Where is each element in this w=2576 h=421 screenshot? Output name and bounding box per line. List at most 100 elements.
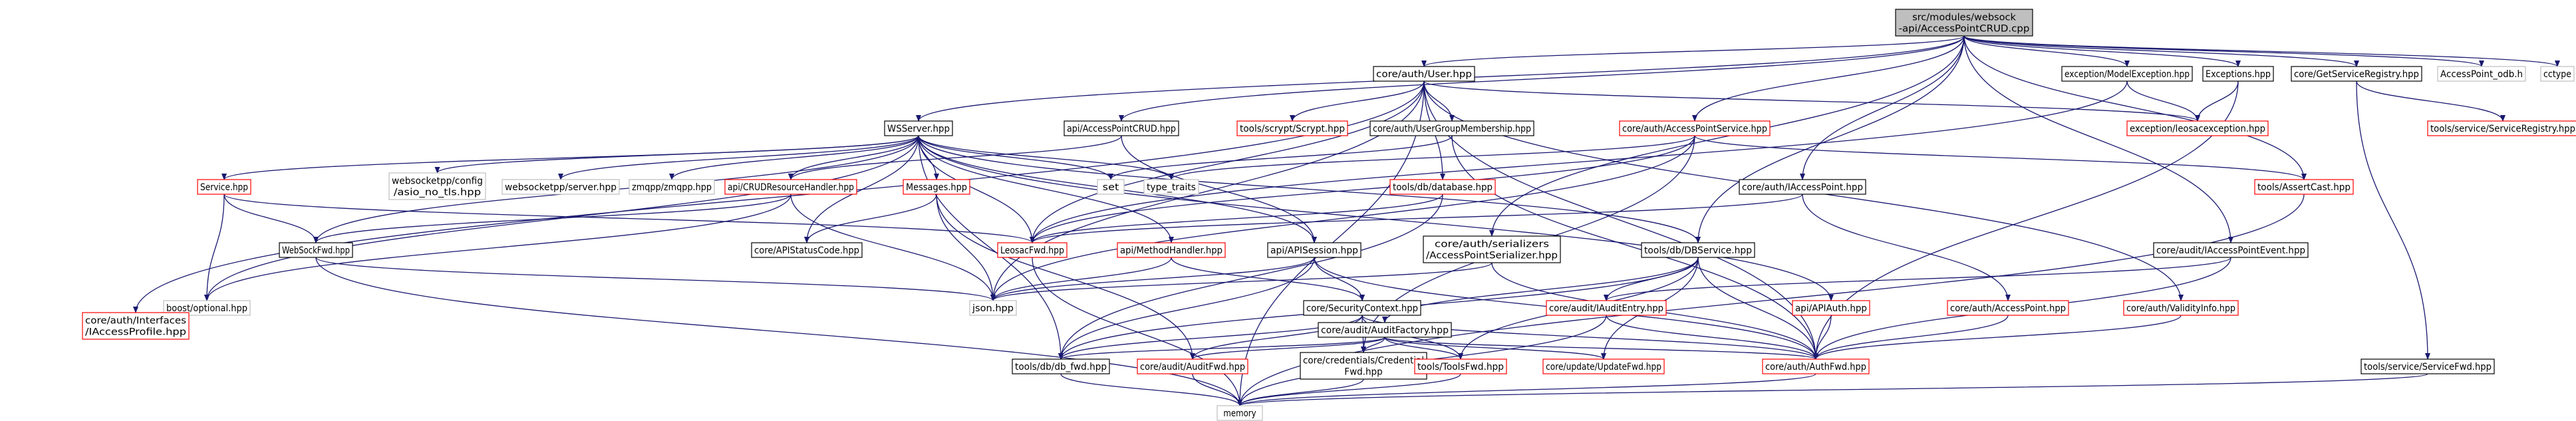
node-methodhandler[interactable]: api/MethodHandler.hpp [1117, 242, 1226, 258]
node-servicefwd-box [2361, 358, 2495, 374]
node-exceptions[interactable]: Exceptions.hpp [2202, 66, 2274, 82]
node-credfwd-label: core/credentials/Credential [1303, 356, 1424, 366]
node-scrypt[interactable]: tools/scrypt/Scrypt.hpp [1236, 120, 1348, 136]
node-messages[interactable]: Messages.hpp [903, 179, 970, 195]
node-apistatus[interactable]: core/APIStatusCode.hpp [751, 242, 863, 258]
node-dbfwd[interactable]: tools/db/db_fwd.hpp [1012, 358, 1110, 374]
edge-crudh-to-websockfwd [313, 194, 791, 243]
node-auditfactory-label: core/audit/AuditFactory.hpp [1321, 325, 1449, 336]
node-user-label: core/auth/User.hpp [1376, 69, 1472, 80]
node-service-box [197, 179, 251, 195]
node-accesspoint-label: core/auth/AccessPoint.hpp [1950, 303, 2066, 314]
edge-wsserver-to-wsppserver [558, 135, 919, 180]
node-exceptions-box [2202, 66, 2274, 82]
node-updatefwd[interactable]: core/update/UpdateFwd.hpp [1542, 358, 1665, 374]
node-getservreg[interactable]: core/GetServiceRegistry.hpp [2291, 66, 2422, 82]
node-iauditentry[interactable]: core/audit/IAuditEntry.hpp [1546, 300, 1667, 316]
node-zmqpp-box [629, 179, 715, 195]
node-getservreg-box [2291, 66, 2422, 82]
node-database[interactable]: tools/db/database.hpp [1389, 179, 1496, 195]
node-accesspointhpp-box [1739, 179, 1866, 195]
edge-ugm-to-authfwd [1451, 135, 1818, 360]
node-leosacfwd-box [997, 242, 1068, 258]
node-assertcast[interactable]: tools/AssertCast.hpp [2254, 179, 2354, 195]
node-accesspoint[interactable]: core/auth/AccessPoint.hpp [1947, 300, 2069, 316]
node-modelexc[interactable]: exception/ModelException.hpp [2061, 66, 2193, 82]
node-dbservice-box [1641, 242, 1755, 258]
node-user[interactable]: core/auth/User.hpp [1373, 66, 1475, 82]
node-toolsfwd[interactable]: tools/ToolsFwd.hpp [1414, 358, 1507, 374]
node-typetraits-box [1143, 179, 1199, 195]
node-servreg[interactable]: tools/service/ServiceRegistry.hpp [2427, 120, 2576, 136]
edge-root-to-apeventh [1963, 35, 2233, 243]
node-validity[interactable]: core/auth/ValidityInfo.hpp [2123, 300, 2239, 316]
node-json: json.hpp [969, 300, 1017, 316]
node-methodhandler-label: api/MethodHandler.hpp [1120, 245, 1222, 256]
edge-dbfwd-to-memory [1060, 373, 1242, 406]
node-websockfwd[interactable]: WebSockFwd.hpp [279, 242, 353, 258]
edge-root-to-accesspointhpp [1800, 35, 1965, 180]
edge-accesspointhpp-to-leosacfwd [1030, 194, 1803, 243]
node-wsserver[interactable]: WSServer.hpp [884, 120, 953, 136]
edge-user-to-scrypt [1290, 80, 1425, 122]
edge-root-to-user [1421, 35, 1965, 67]
node-crudh[interactable]: api/CRUDResourceHandler.hpp [724, 179, 857, 195]
node-accesspointhpp[interactable]: core/auth/IAccessPoint.hpp [1739, 179, 1866, 195]
node-set-label: set [1103, 182, 1119, 193]
edge-websockfwd-to-memory [315, 257, 1242, 406]
node-apcrudh[interactable]: api/AccessPointCRUD.hpp [1064, 120, 1179, 136]
edge-user-to-leosacfwd [1030, 80, 1425, 243]
node-apodb: AccessPoint_odb.h [2437, 66, 2526, 82]
node-ugm[interactable]: core/auth/UserGroupMembership.hpp [1369, 120, 1534, 136]
node-apiauth[interactable]: api/APIAuth.hpp [1792, 300, 1870, 316]
edge-wsserver-to-service [221, 135, 919, 180]
node-accessprofile[interactable]: core/auth/Interfaces/IAccessProfile.hpp [82, 312, 190, 340]
edge-apeventh-to-iauditentry [1604, 257, 2231, 301]
node-authfwd[interactable]: core/auth/AuthFwd.hpp [1762, 358, 1870, 374]
edge-messages-to-apistatus [804, 194, 937, 243]
node-apservice[interactable]: core/auth/AccessPointService.hpp [1619, 120, 1771, 136]
node-auditfwd-label: core/audit/AuditFwd.hpp [1140, 362, 1245, 372]
node-servicefwd-label: tools/service/ServiceFwd.hpp [2364, 362, 2492, 372]
node-dbservice-label: tools/db/DBService.hpp [1644, 245, 1752, 256]
node-set-box [1097, 179, 1125, 195]
node-dbservice[interactable]: tools/db/DBService.hpp [1641, 242, 1755, 258]
node-auditfwd-box [1137, 358, 1248, 374]
edge-wsserver-to-leosacfwd [918, 135, 1035, 243]
node-ugm-box [1369, 120, 1534, 136]
node-apeventh[interactable]: core/audit/IAccessPointEvent.hpp [2153, 242, 2309, 258]
edge-root-to-getservreg [1963, 35, 2359, 67]
node-apisession[interactable]: api/APISession.hpp [1267, 242, 1361, 258]
edge-wsserver-to-crudh [788, 135, 919, 180]
node-dbfwd-box [1012, 358, 1110, 374]
node-iauditentry-label: core/audit/IAuditEntry.hpp [1549, 303, 1663, 314]
node-leosacexc[interactable]: exception/leosacexception.hpp [2126, 120, 2269, 136]
node-optional-box [163, 300, 251, 316]
node-root[interactable]: src/modules/websock-api/AccessPointCRUD.… [1895, 9, 2033, 37]
node-auditfwd[interactable]: core/audit/AuditFwd.hpp [1137, 358, 1248, 374]
node-accessprofile-box [82, 312, 190, 340]
edge-modelexc-to-leosacexc [2126, 80, 2200, 122]
node-ugm-label: core/auth/UserGroupMembership.hpp [1373, 124, 1531, 134]
node-secctx[interactable]: core/SecurityContext.hpp [1303, 300, 1421, 316]
node-apiauth-label: api/APIAuth.hpp [1795, 303, 1867, 314]
edge-root-to-apcrudh [1119, 35, 1965, 122]
node-messages-label: Messages.hpp [906, 182, 967, 193]
node-serializer-label: /AccessPointSerializer.hpp [1426, 251, 1558, 261]
node-auditfactory[interactable]: core/audit/AuditFactory.hpp [1318, 322, 1452, 338]
node-leosacfwd[interactable]: LeosacFwd.hpp [997, 242, 1068, 258]
node-serializer[interactable]: core/auth/serializers/AccessPointSeriali… [1423, 235, 1561, 263]
edge-messages-to-json [936, 194, 996, 301]
node-updatefwd-label: core/update/UpdateFwd.hpp [1546, 362, 1661, 372]
node-json-label: json.hpp [972, 303, 1014, 314]
node-user-box [1373, 66, 1475, 82]
node-service[interactable]: Service.hpp [197, 179, 251, 195]
edge-exceptions-to-leosacexc [2195, 80, 2239, 122]
node-crudh-box [724, 179, 857, 195]
node-servicefwd[interactable]: tools/service/ServiceFwd.hpp [2361, 358, 2495, 374]
edge-service-to-optional [204, 194, 225, 301]
node-assertcast-label: tools/AssertCast.hpp [2257, 182, 2351, 193]
edge-websockfwd-to-json [315, 257, 996, 301]
